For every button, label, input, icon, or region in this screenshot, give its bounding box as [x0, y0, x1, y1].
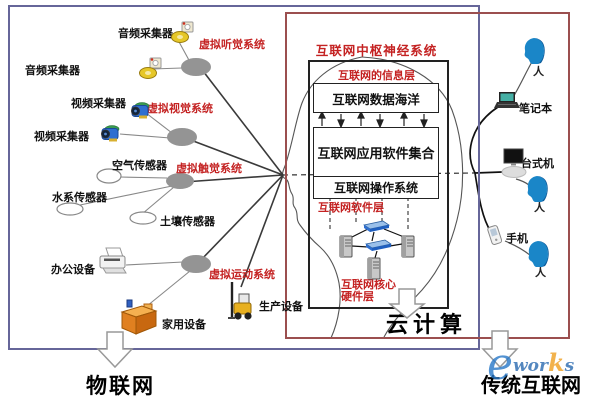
home-equipment-label: 家用设备: [162, 319, 206, 331]
traditional-internet-title: 传统互联网: [481, 375, 581, 397]
person-head-icon: [528, 241, 549, 267]
office-equipment-label: 办公设备: [51, 264, 95, 276]
audio-collector-2-label: 音频采集器: [25, 65, 80, 77]
desktop-icon: [501, 148, 527, 178]
data-ocean-label: 互联网数据海洋: [332, 92, 420, 107]
desktop-label: 台式机: [521, 158, 554, 170]
laptop-icon: [494, 92, 520, 108]
switch-icon: [364, 239, 393, 251]
watermark-wor: wor: [513, 356, 548, 376]
eworks-watermark: eworks: [487, 343, 575, 387]
virtual-vision-label: 虚拟视觉系统: [147, 103, 213, 115]
software-layer-label: 互联网软件层: [318, 202, 384, 214]
printer-icon: [99, 247, 127, 274]
audio-collector-1-label: 音频采集器: [118, 28, 173, 40]
hardware-layer-line2: 硬件层: [341, 291, 374, 303]
server-icon: [401, 235, 415, 258]
video-collector-2-label: 视频采集器: [34, 131, 89, 143]
home-appliance-icon: [120, 299, 158, 335]
app-software-box: 互联网应用软件集合: [313, 127, 439, 178]
person-bottom-label: 人: [535, 267, 546, 279]
laptop-label: 笔记本: [519, 103, 552, 115]
video-collector-icon: [101, 125, 120, 142]
water-sensor-label: 水系传感器: [52, 192, 107, 204]
person-mid-label: 人: [534, 202, 545, 214]
os-label: 互联网操作系统: [333, 181, 418, 195]
soil-sensor-label: 土壤传感器: [160, 216, 215, 228]
watermark-k: k: [547, 348, 565, 377]
audio-collector-icon: [139, 57, 162, 79]
virtual-touch-label: 虚拟触觉系统: [176, 163, 242, 175]
nervous-system-title: 互联网中枢神经系统: [315, 44, 438, 58]
iot-title: 物联网: [86, 375, 155, 398]
server-icon: [367, 257, 381, 280]
person-head-icon: [524, 38, 545, 64]
virtual-hearing-label: 虚拟听觉系统: [199, 39, 265, 51]
audio-collector-icon: [171, 21, 194, 43]
forklift-icon: [228, 282, 252, 320]
os-box: 互联网操作系统: [313, 176, 439, 199]
switch-icon: [362, 220, 391, 232]
watermark-e: e: [487, 339, 514, 390]
cloud-computing-label: 云计算: [386, 312, 468, 337]
server-icon: [339, 235, 353, 258]
hardware-layer-label: 互联网核心 硬件层: [341, 279, 396, 303]
info-layer-label: 互联网的信息层: [338, 70, 415, 82]
video-collector-1-label: 视频采集器: [71, 98, 126, 110]
app-software-label: 互联网应用软件集合: [317, 146, 435, 161]
phone-icon: [487, 225, 503, 246]
data-ocean-box: 互联网数据海洋: [313, 83, 439, 113]
video-collector-icon: [131, 102, 150, 119]
watermark-s: s: [564, 356, 575, 376]
production-equipment-label: 生产设备: [259, 301, 303, 313]
air-sensor-label: 空气传感器: [112, 160, 167, 172]
person-top-label: 人: [533, 66, 544, 78]
